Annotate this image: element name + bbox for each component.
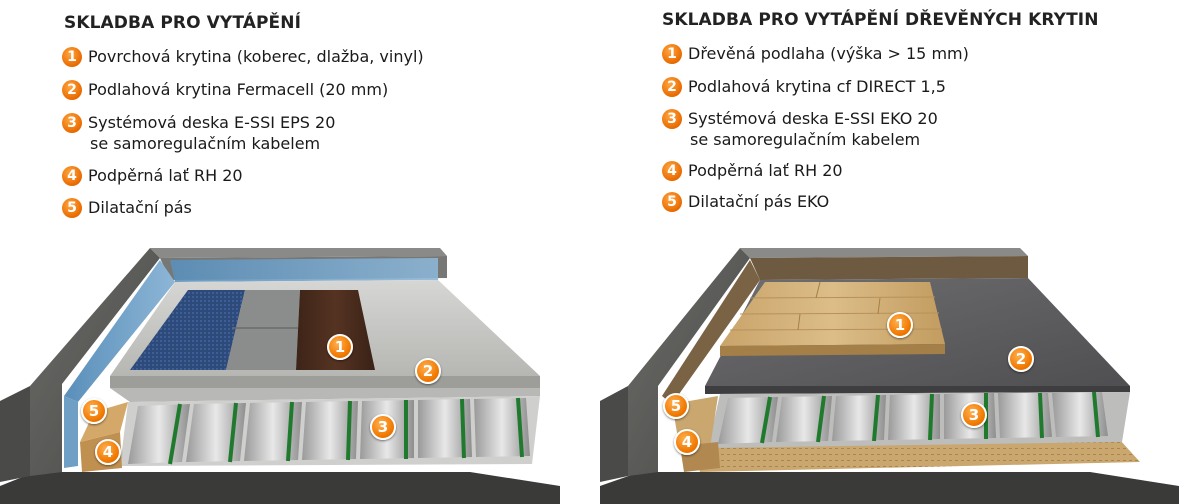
legend-text: Dilatační pás (88, 198, 192, 217)
legend-list: 1 Povrchová krytina (koberec, dlažba, vi… (62, 46, 424, 218)
legend-item: 1 Dřevěná podlaha (výška > 15 mm) (662, 43, 969, 64)
legend-item: 1 Povrchová krytina (koberec, dlažba, vi… (62, 46, 424, 67)
panel-wood-heating-composition: SKLADBA PRO VYTÁPĚNÍ DŘEVĚNÝCH KRYTIN 1 … (600, 0, 1179, 504)
number-badge: 2 (62, 80, 82, 100)
number-badge: 4 (62, 166, 82, 186)
number-badge: 1 (662, 44, 682, 64)
marker-badge: 5 (81, 398, 107, 424)
legend-item: 3 Systémová deska E-SSI EPS 20 se samore… (62, 112, 424, 154)
marker-badge: 4 (674, 429, 700, 455)
marker-badge: 3 (961, 402, 987, 428)
panel-title: SKLADBA PRO VYTÁPĚNÍ (64, 13, 301, 33)
legend-list: 1 Dřevěná podlaha (výška > 15 mm) 2 Podl… (662, 43, 969, 212)
legend-text: Podpěrná lať RH 20 (688, 161, 843, 180)
panel-heating-composition: SKLADBA PRO VYTÁPĚNÍ 1 Povrchová krytina… (0, 0, 560, 504)
legend-text: Systémová deska E-SSI EKO 20 (688, 109, 938, 128)
number-badge: 3 (662, 109, 682, 129)
legend-text: Dřevěná podlaha (výška > 15 mm) (688, 44, 969, 63)
number-badge: 1 (62, 47, 82, 67)
panel-title: SKLADBA PRO VYTÁPĚNÍ DŘEVĚNÝCH KRYTIN (662, 10, 1099, 30)
legend-text: Podpěrná lať RH 20 (88, 166, 243, 185)
marker-badge: 2 (415, 358, 441, 384)
legend-text: Podlahová krytina Fermacell (20 mm) (88, 80, 389, 99)
number-badge: 5 (662, 192, 682, 212)
floor-layers-drawing (600, 248, 1179, 504)
legend-item: 2 Podlahová krytina cf DIRECT 1,5 (662, 76, 969, 97)
marker-badge: 5 (663, 393, 689, 419)
legend-item: 5 Dilatační pás (62, 197, 424, 218)
legend-item: 5 Dilatační pás EKO (662, 191, 969, 212)
number-badge: 3 (62, 113, 82, 133)
floor-cross-section-illustration: 1 2 3 4 5 (600, 236, 1179, 504)
legend-text: Systémová deska E-SSI EPS 20 (88, 113, 336, 132)
floor-layers-drawing (0, 248, 560, 504)
marker-badge: 2 (1008, 346, 1034, 372)
legend-text: Dilatační pás EKO (688, 192, 830, 211)
number-badge: 4 (662, 161, 682, 181)
floor-cross-section-illustration: 1 2 3 4 5 (0, 236, 560, 504)
marker-badge: 3 (370, 414, 396, 440)
legend-item: 4 Podpěrná lať RH 20 (62, 165, 424, 186)
legend-item: 3 Systémová deska E-SSI EKO 20 se samore… (662, 108, 969, 150)
legend-text: Povrchová krytina (koberec, dlažba, viny… (88, 47, 424, 66)
legend-text: se samoregulačním kabelem (90, 134, 321, 153)
number-badge: 5 (62, 198, 82, 218)
number-badge: 2 (662, 77, 682, 97)
legend-item: 2 Podlahová krytina Fermacell (20 mm) (62, 79, 424, 100)
legend-text: se samoregulačním kabelem (690, 130, 921, 149)
legend-text: Podlahová krytina cf DIRECT 1,5 (688, 77, 946, 96)
heating-cables (168, 397, 524, 465)
marker-badge: 1 (887, 312, 913, 338)
marker-badge: 1 (327, 334, 353, 360)
legend-item: 4 Podpěrná lať RH 20 (662, 160, 969, 181)
heating-plates (128, 398, 530, 464)
marker-badge: 4 (95, 439, 121, 465)
